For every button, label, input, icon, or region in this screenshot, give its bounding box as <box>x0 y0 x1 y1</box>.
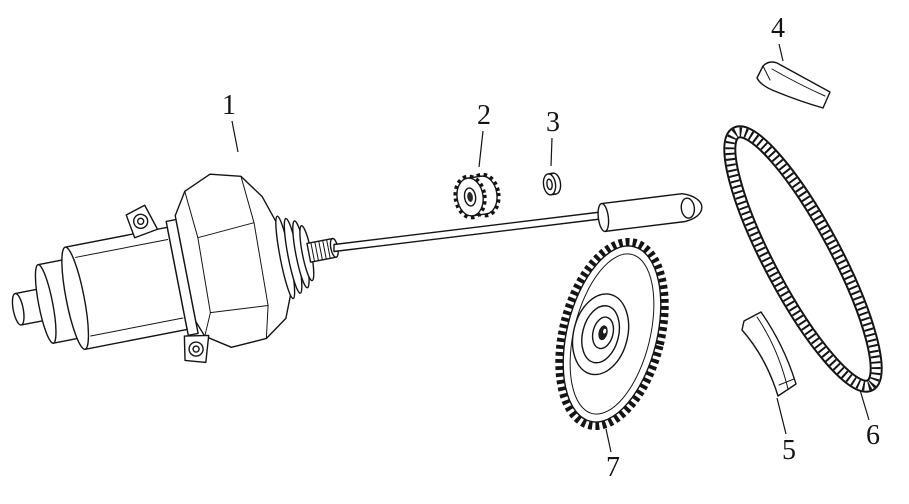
gear-housing <box>174 173 292 349</box>
callout-3-leader <box>550 137 553 167</box>
callout-3-label: 3 <box>546 107 560 138</box>
bolt-hole-top <box>132 213 149 230</box>
callout-4-leader <box>778 43 784 62</box>
retaining-washer <box>542 172 562 196</box>
output-collar <box>275 215 315 300</box>
drive-chain <box>723 125 883 393</box>
callout-2-leader <box>478 130 484 168</box>
mounting-ear-top <box>125 204 159 239</box>
callout-6-label: 6 <box>866 420 880 451</box>
chain-guide-lower <box>741 311 797 397</box>
starter-motor <box>11 173 339 364</box>
callout-5-leader <box>776 397 787 435</box>
callout-1-leader <box>231 120 239 153</box>
sleeve-opening <box>680 197 696 219</box>
callout-7: 7 <box>605 428 620 483</box>
callout-5-label: 5 <box>782 435 796 466</box>
callout-6-leader <box>859 389 870 421</box>
callout-6: 6 <box>859 389 880 451</box>
sprocket-hub <box>571 293 630 376</box>
callout-2-label: 2 <box>477 100 491 131</box>
bolt-hole-bottom <box>188 341 204 357</box>
callout-7-label: 7 <box>606 452 620 483</box>
drive-sprocket-small <box>453 172 501 220</box>
callout-1: 1 <box>222 90 239 153</box>
callouts: 1 2 3 4 5 6 7 <box>222 13 880 483</box>
shaft-end-sleeve <box>597 193 703 233</box>
callout-5: 5 <box>776 397 796 466</box>
motor-body <box>61 226 188 350</box>
chain-guide-upper <box>756 61 831 109</box>
callout-3: 3 <box>546 107 560 167</box>
callout-4: 4 <box>771 13 785 62</box>
driven-sprocket-large <box>555 238 669 430</box>
sprocket-bore <box>467 192 473 202</box>
sprocket-teeth <box>555 238 669 430</box>
mounting-ear-bottom <box>183 334 210 364</box>
callout-1-label: 1 <box>222 90 236 121</box>
callout-2: 2 <box>477 100 491 168</box>
callout-4-label: 4 <box>771 13 785 44</box>
callout-7-leader <box>605 428 612 453</box>
